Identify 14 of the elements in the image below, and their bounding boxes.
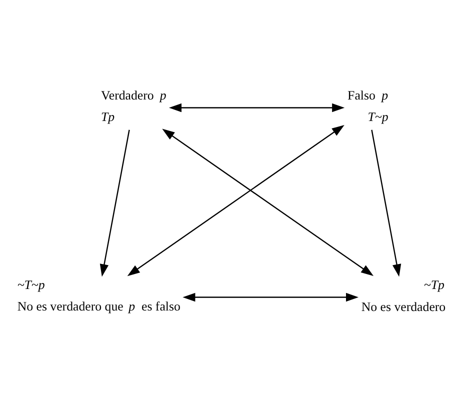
- arrow: [182, 292, 359, 302]
- arrow: [127, 124, 344, 276]
- arrow: [371, 129, 402, 276]
- arrow: [162, 128, 374, 276]
- node-label: No es verdadero: [361, 300, 446, 314]
- node-text: Tp: [101, 109, 115, 124]
- node-label: No es verdadero que p es falso: [17, 298, 180, 313]
- node-text: T~p: [368, 109, 388, 124]
- node-text: ~Tp: [424, 278, 444, 292]
- node-label: Falso p: [348, 88, 388, 102]
- arrow: [168, 102, 345, 112]
- node-label: Verdadero p: [101, 88, 166, 102]
- node-text: ~T~p: [17, 278, 45, 292]
- arrow: [100, 129, 130, 276]
